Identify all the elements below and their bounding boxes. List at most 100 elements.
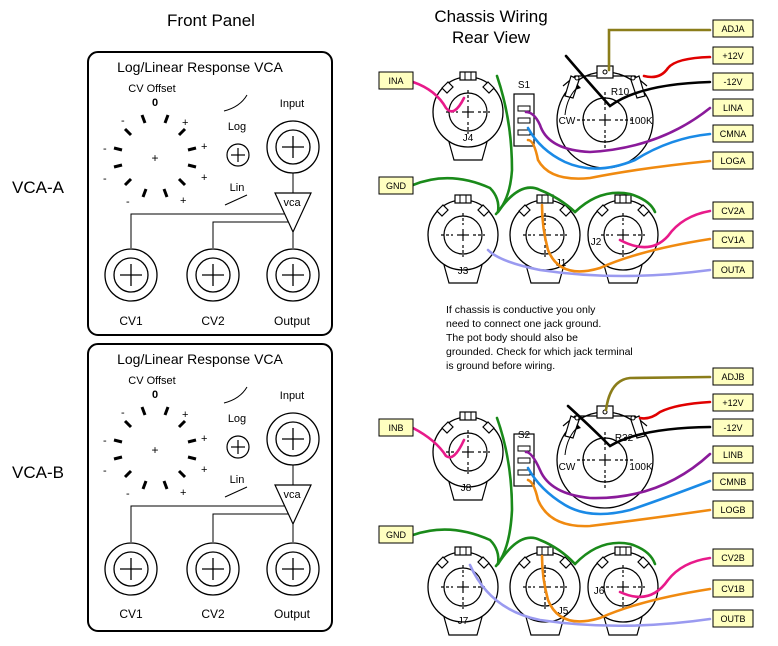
- scale-plus: +: [180, 195, 186, 207]
- wire-loga: [526, 138, 712, 180]
- panel-a-vca-label: vca: [283, 197, 301, 209]
- svg-text:CV2B: CV2B: [721, 553, 745, 563]
- wire-gnd-j2: [573, 191, 657, 214]
- tag-12v-neg-b: -12V: [712, 418, 754, 437]
- panel-b-cv1-label: CV1: [119, 607, 143, 621]
- tag-cmna: CMNA: [712, 124, 754, 143]
- tag-cv2a: CV2A: [712, 201, 754, 220]
- rear-section-a: J4 S1 R10 100K CW J3 J1 J2: [411, 28, 712, 284]
- scale-minus: -: [103, 435, 107, 447]
- panel-a-cv-offset-knob[interactable]: +: [112, 113, 198, 199]
- panel-a-cv-offset-label: CV Offset: [128, 83, 175, 95]
- wire-linb: [524, 450, 712, 500]
- front-panel-heading: Front Panel: [167, 11, 255, 30]
- panel-b-input-jack[interactable]: [266, 412, 320, 466]
- panel-b-lin-label: Lin: [230, 474, 245, 486]
- wire-cmnb: [526, 466, 712, 516]
- svg-text:+12V: +12V: [722, 398, 743, 408]
- svg-text:need to connect one jack groun: need to connect one jack ground.: [446, 318, 601, 330]
- svg-text:INA: INA: [388, 76, 403, 86]
- panel-b-output-label: Output: [274, 607, 311, 621]
- rear-heading-line1: Chassis Wiring: [434, 7, 547, 26]
- panel-vca-a: Log/Linear Response VCA CV Offset 0 + - …: [87, 51, 333, 336]
- panel-b-cv2-jack[interactable]: [186, 542, 240, 596]
- tag-12v-neg-a: -12V: [712, 72, 754, 91]
- knob-center-plus: +: [151, 151, 158, 165]
- panel-b-log-lin-switch[interactable]: [226, 435, 250, 459]
- wire-gnd-j8: [494, 416, 514, 568]
- panel-a-cv2-jack[interactable]: [186, 248, 240, 302]
- wiring-note: If chassis is conductive you only need t…: [446, 304, 633, 372]
- svg-text:OUTA: OUTA: [721, 265, 745, 275]
- panel-a-output-jack[interactable]: [266, 248, 320, 302]
- svg-text:If chassis is conductive you o: If chassis is conductive you only: [446, 304, 596, 316]
- svg-text:GND: GND: [386, 530, 407, 540]
- switch-s1: [513, 93, 535, 147]
- vca-b-label: VCA-B: [12, 463, 64, 482]
- switch-s1-label: S1: [518, 80, 531, 91]
- svg-text:ADJA: ADJA: [721, 24, 744, 34]
- panel-b-cv1-jack[interactable]: [104, 542, 158, 596]
- switch-s2-label: S2: [518, 430, 531, 441]
- wire-gnd-j1: [496, 186, 577, 214]
- svg-text:LINA: LINA: [723, 103, 743, 113]
- panel-b-vca-label: vca: [283, 489, 301, 501]
- svg-text:The pot body should also be: The pot body should also be: [446, 332, 578, 344]
- wire-outa: [486, 248, 712, 278]
- tag-12v-pos-b: +12V: [712, 393, 754, 412]
- jack-j7-label: J7: [458, 616, 469, 627]
- panel-b-zero-label: 0: [152, 389, 158, 401]
- panel-a-cv1-jack[interactable]: [104, 248, 158, 302]
- jack-j3-label: J3: [458, 266, 469, 277]
- svg-text:CV1B: CV1B: [721, 584, 745, 594]
- svg-text:CV1A: CV1A: [721, 235, 745, 245]
- scale-plus: +: [182, 117, 188, 129]
- scale-minus: -: [126, 488, 130, 500]
- svg-text:CV2A: CV2A: [721, 206, 745, 216]
- tag-ina: INA: [378, 71, 414, 90]
- panel-b-output-jack[interactable]: [266, 542, 320, 596]
- tag-linb: LINB: [712, 445, 754, 464]
- tag-12v-pos-a: +12V: [712, 46, 754, 65]
- wire-gnd-j6: [573, 541, 657, 566]
- svg-text:-12V: -12V: [723, 77, 742, 87]
- wire-gnd-b: [411, 528, 500, 566]
- scale-plus: +: [180, 487, 186, 499]
- tag-loga: LOGA: [712, 151, 754, 170]
- wire-cv1a: [540, 203, 712, 273]
- panel-a-input-label: Input: [280, 98, 304, 110]
- rear-section-b: J8 S2 R32 100K CW J7 J5 J6: [411, 375, 712, 636]
- scale-minus: -: [121, 115, 125, 127]
- wire-cv2b: [618, 556, 712, 599]
- svg-text:+12V: +12V: [722, 51, 743, 61]
- svg-text:is ground before wiring.: is ground before wiring.: [446, 360, 555, 372]
- panel-b-cv-offset-label: CV Offset: [128, 375, 175, 387]
- panel-a-log-lin-switch[interactable]: [226, 143, 250, 167]
- wire-cmna: [526, 126, 712, 170]
- panel-a-cv1-label: CV1: [119, 314, 143, 328]
- scale-minus: -: [103, 465, 107, 477]
- pot-r32-value: 100K: [629, 462, 653, 473]
- pot-r10-label: R10: [611, 87, 630, 98]
- panel-b-input-label: Input: [280, 390, 304, 402]
- svg-text:GND: GND: [386, 181, 407, 191]
- rear-heading-line2: Rear View: [452, 28, 531, 47]
- svg-text:CMNA: CMNA: [720, 129, 747, 139]
- scale-minus: -: [103, 143, 107, 155]
- svg-text:LOGA: LOGA: [720, 156, 745, 166]
- svg-text:-12V: -12V: [723, 423, 742, 433]
- tag-inb: INB: [378, 418, 414, 437]
- wire-logb: [526, 478, 712, 528]
- panel-a-cv2-label: CV2: [201, 314, 225, 328]
- panel-a-input-jack[interactable]: [266, 120, 320, 174]
- svg-text:LOGB: LOGB: [720, 505, 745, 515]
- wire-adjb: [604, 375, 712, 412]
- wire-cv2a: [618, 209, 712, 249]
- panel-a-lin-label: Lin: [230, 182, 245, 194]
- jack-j2-label: J2: [591, 237, 602, 248]
- panel-b-title: Log/Linear Response VCA: [117, 351, 283, 367]
- tag-cv1b: CV1B: [712, 579, 754, 598]
- scale-plus: +: [201, 141, 207, 153]
- scale-plus: +: [201, 172, 207, 184]
- panel-b-cv-offset-knob[interactable]: +: [112, 405, 198, 491]
